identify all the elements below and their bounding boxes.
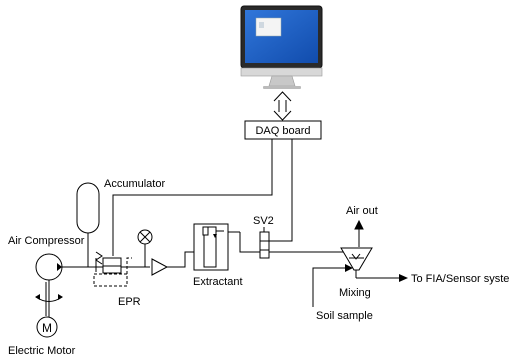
air-compressor	[35, 253, 103, 281]
to-fia-arrow	[399, 274, 408, 282]
daq-board-label: DAQ board	[255, 125, 310, 137]
epr-valve	[93, 251, 150, 287]
pipe-to-mixer	[239, 232, 345, 253]
epr-label: EPR	[118, 296, 141, 308]
air-compressor-label: Air Compressor	[8, 235, 85, 247]
computer-monitor-icon	[240, 5, 323, 89]
check-valve	[151, 258, 169, 276]
to-fia-label: To FIA/Sensor system	[411, 273, 510, 285]
electric-motor-label: Electric Motor	[8, 345, 76, 357]
accumulator-vessel	[76, 182, 100, 234]
soil-sample-arrow	[345, 264, 353, 272]
soil-sample-pipe	[312, 267, 350, 307]
mixing-label: Mixing	[339, 287, 371, 299]
mixing-chamber	[340, 247, 402, 279]
motor-symbol-icon: M	[36, 316, 58, 338]
drive-shaft	[35, 280, 63, 317]
signal-lines	[112, 139, 293, 256]
accumulator-label: Accumulator	[104, 178, 165, 190]
svg-text:M: M	[42, 321, 52, 335]
sv2-label: SV2	[253, 215, 274, 227]
soil-sample-label: Soil sample	[316, 310, 373, 322]
daq-board-box	[244, 120, 322, 140]
data-link-arrow	[273, 91, 292, 121]
pressure-gauge-icon	[137, 229, 153, 267]
extractant-label: Extractant	[193, 276, 243, 288]
pipe-to-extractant	[167, 251, 200, 268]
sv2-valve	[259, 227, 270, 259]
extractant-vessel	[193, 223, 240, 271]
air-out-label: Air out	[346, 205, 378, 217]
air-out-arrow	[354, 219, 364, 247]
